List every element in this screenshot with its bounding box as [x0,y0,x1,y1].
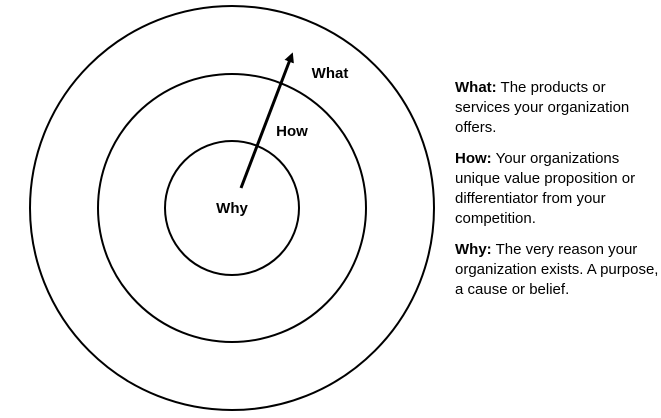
legend-term: How: [455,150,492,167]
legend-item-how: How: Your organizations unique value pro… [455,149,660,229]
legend-description: The products or services your organizati… [455,79,630,136]
legend-description: Your organizations unique value proposit… [455,150,636,227]
legend: What: The products or services your orga… [455,78,660,311]
label-why: Why [216,200,248,217]
golden-circle-diagram: Why How What [29,5,435,411]
label-what: What [312,65,349,82]
outer-circle-what [29,5,435,411]
middle-circle-how [97,73,367,343]
legend-term: Why: [455,241,492,258]
inner-circle-why [164,140,300,276]
legend-description: The very reason your organization exists… [455,241,659,298]
legend-item-what: What: The products or services your orga… [455,78,660,138]
legend-term: What: [455,79,497,96]
legend-item-why: Why: The very reason your organization e… [455,240,660,300]
label-how: How [276,123,308,140]
direction-arrow [239,52,294,189]
